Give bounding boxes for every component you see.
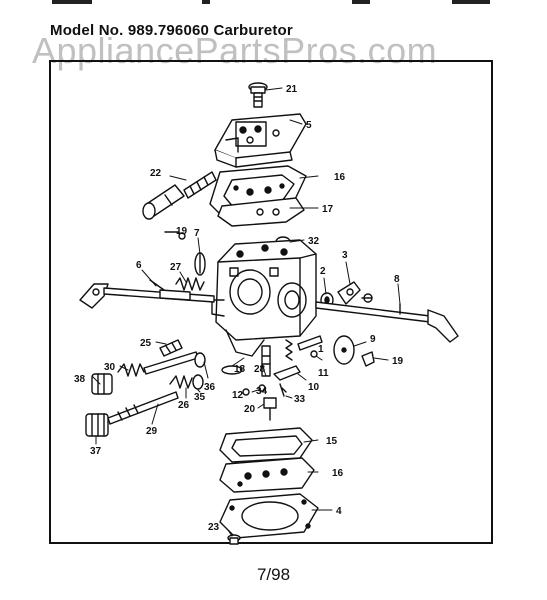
callout-20: 20 <box>244 404 256 415</box>
watermark: AppliancePartsPros.com <box>32 30 438 71</box>
part-choke-shaft-8 <box>315 301 459 343</box>
part-throttle-plate-7 <box>194 252 206 276</box>
part-screw-21 <box>248 82 268 108</box>
part-choke-plate-9 <box>333 335 355 365</box>
callout-28: 28 <box>254 364 266 375</box>
callout-18: 18 <box>234 364 246 375</box>
part-gasket-17 <box>217 197 305 227</box>
callout-5: 5 <box>306 120 312 131</box>
callout-36: 36 <box>204 382 216 393</box>
callout-26: 26 <box>178 400 190 411</box>
part-screw-34 <box>258 384 266 392</box>
part-lever-10 <box>273 365 301 381</box>
callout-8: 8 <box>394 274 400 285</box>
part-screw-19b <box>361 351 375 367</box>
callout-35: 35 <box>194 392 206 403</box>
part-needle-25 <box>159 339 183 357</box>
part-pump-cover-5 <box>214 113 307 168</box>
part-washer-35 <box>192 374 204 390</box>
callout-37: 37 <box>90 446 102 457</box>
callout-16a: 16 <box>334 172 346 183</box>
callout-7: 7 <box>194 228 200 239</box>
callout-12: 12 <box>232 390 244 401</box>
callout-numbers: 21 5 22 16 17 19 7 32 6 27 2 3 8 25 9 1 … <box>74 84 404 533</box>
callout-19b: 19 <box>392 356 404 367</box>
callout-11: 11 <box>318 368 329 379</box>
callout-23: 23 <box>208 522 220 533</box>
part-screw-33 <box>279 383 287 397</box>
callout-22: 22 <box>150 168 162 179</box>
part-metering-cover-4 <box>219 493 319 539</box>
callout-25: 25 <box>140 338 152 349</box>
callout-4: 4 <box>336 506 342 517</box>
callout-30: 30 <box>104 362 116 373</box>
part-spring-11 <box>285 339 293 361</box>
part-cap-38 <box>91 373 113 395</box>
top-cropped-line <box>52 0 492 6</box>
part-lever-3 <box>337 281 373 305</box>
diagram-frame <box>49 60 493 544</box>
callout-10: 10 <box>308 382 320 393</box>
part-fitting-20 <box>263 397 277 421</box>
callout-16b: 16 <box>332 468 344 479</box>
callout-19a: 19 <box>176 226 188 237</box>
callout-1: 1 <box>318 344 324 355</box>
callout-27: 27 <box>170 262 182 273</box>
callout-29: 29 <box>146 426 158 437</box>
callout-17: 17 <box>322 204 334 215</box>
part-needle-36 <box>143 351 206 375</box>
callout-32: 32 <box>308 236 320 247</box>
callout-2: 2 <box>320 266 326 277</box>
part-pin-1 <box>297 335 323 358</box>
part-screw-12 <box>242 388 250 396</box>
part-diaphragm-16b <box>219 457 315 493</box>
part-carburetor-body <box>211 239 317 357</box>
part-spring-30 <box>117 363 145 377</box>
callout-15: 15 <box>326 436 338 447</box>
callout-21: 21 <box>286 84 298 95</box>
callout-38: 38 <box>74 374 86 385</box>
part-gasket-15 <box>219 427 313 463</box>
part-adjust-screw-22 <box>142 171 217 220</box>
part-spring-27 <box>175 277 205 291</box>
part-needle-29 <box>107 391 179 425</box>
part-screw-23 <box>227 534 241 545</box>
leader-lines <box>91 87 401 537</box>
callout-9: 9 <box>370 334 376 345</box>
page-title: Model No. 989.796060 Carburetor <box>50 22 293 39</box>
page-footer: 7/98 <box>256 565 291 584</box>
callout-6: 6 <box>136 260 142 271</box>
part-cap-37 <box>85 413 109 437</box>
part-throttle-shaft-6 <box>79 279 215 309</box>
part-spring-26 <box>169 375 193 389</box>
callout-3: 3 <box>342 250 348 261</box>
callout-34: 34 <box>256 386 268 397</box>
callout-33: 33 <box>294 394 306 405</box>
